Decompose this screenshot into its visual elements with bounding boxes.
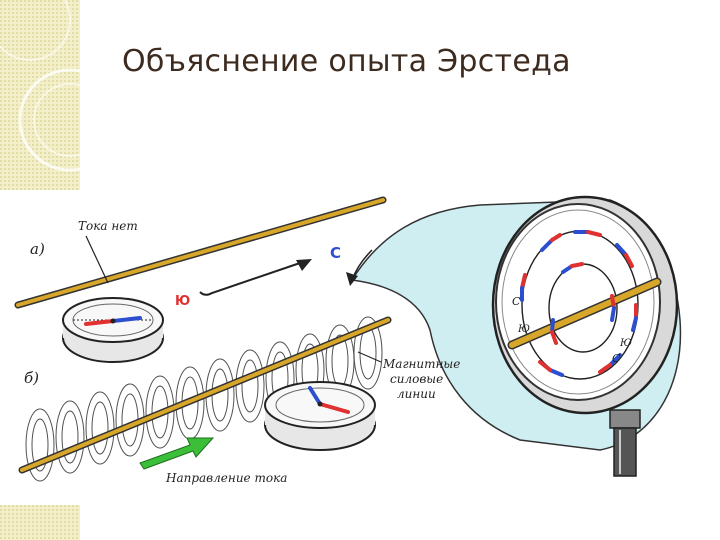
magnifier-north-label-2: С — [612, 352, 621, 365]
direction-arrow — [199, 262, 301, 296]
field-lines-pointer — [357, 351, 382, 363]
compass-a — [62, 297, 164, 363]
magnifier-south-label-2: Ю — [619, 338, 632, 349]
oersted-illustration: а) Тока нет Ю С — [0, 180, 720, 510]
magnifier-north-label: С — [512, 295, 521, 308]
magnifier-south-label: Ю — [517, 324, 530, 335]
page-title: Объяснение опыта Эрстеда — [122, 44, 571, 79]
current-direction-label: Направление тока — [165, 471, 287, 485]
current-direction-arrow — [139, 437, 215, 470]
label-b: б) — [24, 369, 39, 387]
corner-decoration — [0, 0, 80, 190]
south-label-a: Ю — [175, 294, 190, 309]
label-a: а) — [30, 240, 45, 258]
needle-north — [308, 386, 322, 406]
no-current-label: Тока нет — [78, 219, 138, 233]
compass-b — [264, 381, 376, 451]
needle-south — [318, 402, 350, 414]
needle-north — [111, 316, 142, 323]
needle-south — [84, 319, 115, 326]
north-label-a: С — [330, 244, 341, 262]
no-current-pointer — [85, 235, 109, 284]
wire-a — [14, 196, 387, 309]
magnifier: С Ю Ю С — [491, 195, 679, 477]
corner-decoration-bottom — [0, 505, 80, 540]
field-lines-label: Магнитные силовые линии — [382, 357, 464, 401]
wire-b — [18, 316, 392, 474]
